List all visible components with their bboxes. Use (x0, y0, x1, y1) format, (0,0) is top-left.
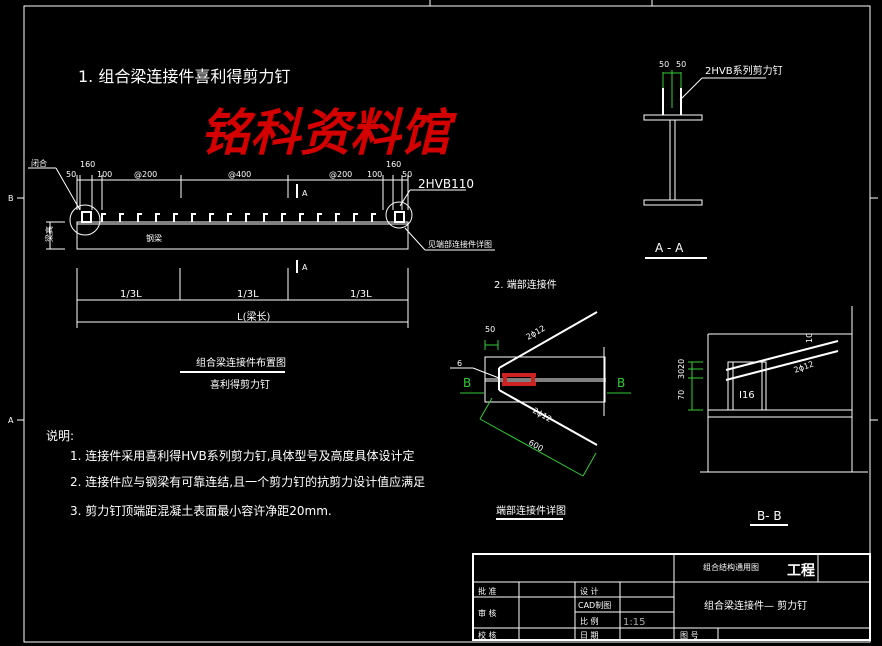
dim-160-right: 160 (386, 160, 401, 169)
caption-b-b: B- B (757, 509, 782, 523)
dim-100-right: 100 (367, 170, 382, 179)
dim-10: 10 (805, 333, 814, 343)
caption-end-detail: 端部连接件详图 (496, 504, 566, 517)
steel-beam (76, 221, 409, 250)
section-mark-b-right: B (617, 376, 625, 390)
scale-value: 1:15 (623, 617, 645, 628)
layout-plan: 50 160 100 @200 @400 @200 100 160 50 闭合 … (28, 158, 495, 391)
section-a-a: 50 50 2HVB系列剪力钉 A - A (643, 60, 783, 259)
dim-at200-right: @200 (329, 170, 352, 179)
see-detail-label: 见端部连接件详图 (428, 239, 492, 249)
dim-160-left: 160 (80, 160, 95, 169)
dim-50-end: 50 (485, 325, 495, 334)
detail-circle-right (385, 201, 413, 229)
caption-a-a: A - A (655, 241, 684, 255)
frame-marker-b: B (8, 194, 14, 203)
dim-100-left: 100 (97, 170, 112, 179)
label-closed: 闭合 (31, 158, 47, 168)
design-label: 设 计 (580, 586, 599, 596)
review-label: 审 核 (478, 608, 497, 618)
beam-height-label: 梁高 (44, 226, 54, 242)
section-b-b: I16 2ϕ12 10 30 20 70 B- B (677, 306, 868, 526)
notes-heading: 说明: (46, 428, 74, 443)
project-label: 工程 (787, 563, 815, 579)
section-mark-b-left: B (463, 376, 471, 390)
note-2: 2. 连接件应与钢梁有可靠连结,且一个剪力钉的抗剪力设计值应满足 (70, 474, 425, 489)
drawing-frame: B A (8, 0, 878, 643)
project-type: 组合结构通用图 (703, 562, 759, 572)
dim-at200-left: @200 (134, 170, 157, 179)
drawing-number-label: 图 号 (680, 631, 699, 640)
approve-label: 批 准 (478, 586, 497, 596)
steel-i-section (502, 373, 536, 386)
dim-length: L(梁长) (237, 310, 270, 323)
shear-studs (81, 211, 405, 223)
dim-at400: @400 (228, 170, 251, 179)
caption-layout-sub: 喜利得剪力钉 (210, 378, 270, 391)
title-block: 组合结构通用图 工程 批 准 审 核 校 核 设 计 CAD制图 比 例 1:1… (472, 553, 871, 641)
page-title: 1. 组合梁连接件喜利得剪力钉 (78, 67, 290, 86)
drawing-title: 组合梁连接件— 剪力钉 (704, 599, 807, 612)
dim-600: 600 (527, 438, 545, 453)
note-3: 3. 剪力钉顶端距混凝土表面最小容许净距20mm. (70, 503, 332, 518)
dim-third-2: 1/3L (237, 289, 259, 300)
watermark: 铭科资料馆 (200, 104, 458, 162)
dim-50-left: 50 (66, 170, 76, 179)
date-label: 日 期 (580, 631, 599, 640)
dim-50-a: 50 (659, 60, 669, 69)
stud-label-2hvb110: 2HVB110 (418, 177, 474, 191)
dim-20: 20 (677, 359, 686, 369)
section-mark-a-bottom: A (302, 263, 308, 272)
caption-layout: 组合梁连接件布置图 (196, 356, 286, 369)
dim-6: 6 (457, 359, 462, 368)
dim-third-3: 1/3L (350, 289, 372, 300)
note-1: 1. 连接件采用喜利得HVB系列剪力钉,具体型号及高度具体设计定 (70, 448, 415, 463)
dim-50-b: 50 (676, 60, 686, 69)
end-connector-detail: 2. 端部连接件 50 6 2ϕ12 2ϕ12 600 B B 端部连接件详图 (450, 278, 631, 520)
cad-label: CAD制图 (578, 600, 611, 610)
section-mark-a-top: A (302, 189, 308, 198)
beam-i16-label: I16 (739, 390, 755, 401)
bar-label-top: 2ϕ12 (525, 324, 547, 342)
notes: 说明: 1. 连接件采用喜利得HVB系列剪力钉,具体型号及高度具体设计定 2. … (46, 428, 425, 518)
frame-marker-a: A (8, 416, 14, 425)
bar-label-bottom: 2ϕ12 (531, 406, 553, 424)
dim-70: 70 (677, 390, 686, 400)
dim-third-1: 1/3L (120, 289, 142, 300)
end-detail-heading: 2. 端部连接件 (494, 278, 557, 291)
check-label: 校 核 (478, 630, 497, 640)
dim-50-right: 50 (402, 170, 412, 179)
dim-30: 30 (677, 369, 686, 379)
steel-beam-label: 钢梁 (146, 233, 162, 243)
scale-label: 比 例 (580, 616, 599, 626)
stud-series-label: 2HVB系列剪力钉 (705, 64, 783, 77)
detail-circle-left (69, 204, 101, 236)
